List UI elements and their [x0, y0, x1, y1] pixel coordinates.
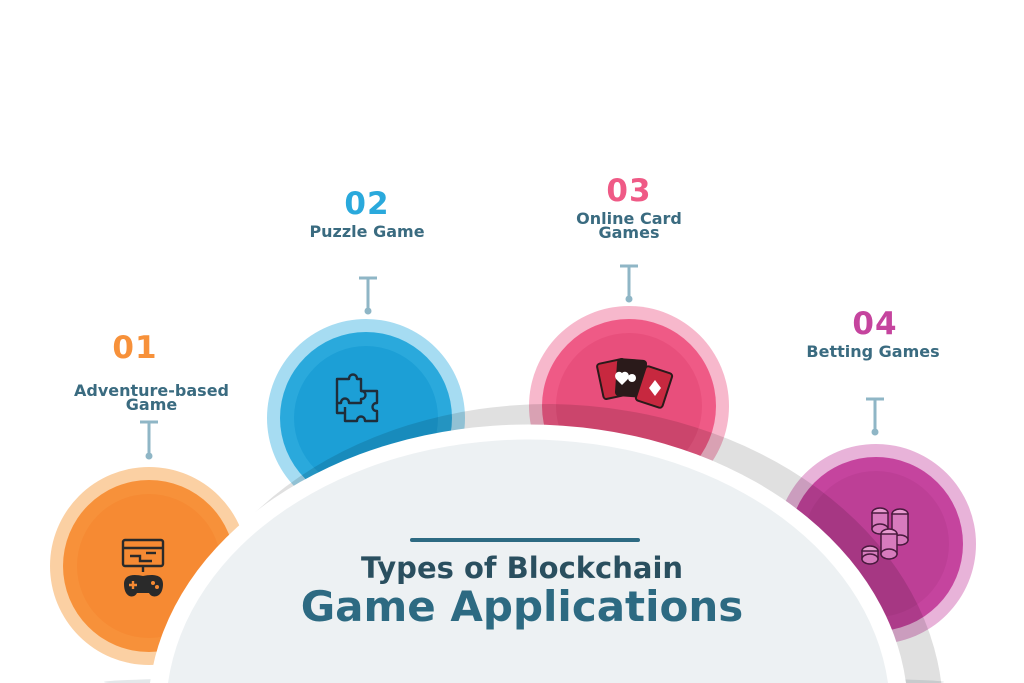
game-controller-map-icon: [121, 538, 165, 597]
playing-cards-icon: [596, 358, 674, 409]
item-02-number: 02: [344, 186, 390, 222]
item-03-label-line2: Games: [598, 223, 660, 242]
puzzle-pieces-icon: [335, 373, 379, 423]
connector-02: [359, 276, 377, 315]
connector-01: [140, 420, 158, 460]
item-01-label-line2: Game: [125, 395, 178, 414]
center-hub-inner: [168, 439, 888, 683]
casino-chips-icon: [861, 507, 909, 565]
title-accent-line: [410, 538, 640, 542]
connector-03: [620, 264, 638, 303]
title-line-1: Types of Blockchain: [360, 551, 684, 585]
item-03-number: 03: [606, 173, 652, 209]
item-04-number: 04: [852, 306, 898, 342]
item-03-label-line1: Online Card: [576, 209, 682, 228]
item-02-label-line1: Puzzle Game: [309, 222, 425, 241]
item-01-label-line1: Adventure-based: [73, 381, 229, 400]
connector-04: [866, 397, 884, 436]
item-01-number: 01: [112, 330, 158, 366]
title-line-2: Game Applications: [300, 582, 744, 631]
item-04-label-line1: Betting Games: [806, 342, 940, 361]
